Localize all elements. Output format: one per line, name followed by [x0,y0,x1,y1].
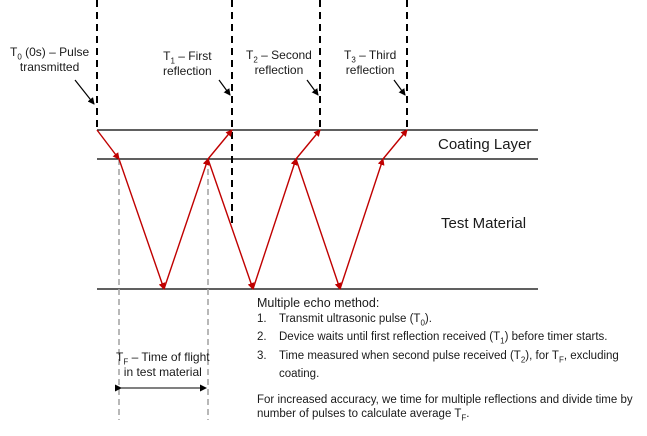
t0-pointer-arrow [74,79,95,105]
ray-segment [96,129,120,160]
ray-segment [163,158,210,290]
ray-segment [252,158,298,290]
t1-pointer-arrow [218,79,231,96]
ray-segment [207,129,233,160]
t3-pointer-arrow [393,79,406,96]
t2-label: T2 – Second reflection [246,48,312,77]
ray-segment [295,129,321,160]
t1-label: T1 – First reflection [163,49,212,78]
method-title: Multiple echo method: [257,296,380,310]
method-step: 1. Transmit ultrasonic pulse (T0). [257,313,432,328]
test-material-label: Test Material [441,215,527,232]
ray-segment [118,158,166,290]
method-step: 3. Time measured when second pulse recei… [257,349,619,380]
coating-layer-label: Coating Layer [438,136,532,153]
ray-segment [207,158,255,290]
ray-segment [339,158,385,290]
method-step: 2. Device waits until first reflection r… [257,331,608,346]
t3-label: T3 – Third reflection [344,48,397,77]
ray-segment [295,158,342,290]
method-steps: 1. Transmit ultrasonic pulse (T0). 2. De… [257,312,642,381]
t0-label: T0 (0s) – Pulse transmitted [10,45,90,74]
ultrasonic-ray-path [96,129,408,290]
ray-segment [382,129,408,160]
tf-label: TF – Time of flight in test material [116,350,210,379]
t2-pointer-arrow [306,79,319,96]
method-notes: Multiple echo method: 1. Transmit ultras… [257,296,642,425]
accuracy-note: For increased accuracy, we time for mult… [257,393,633,423]
